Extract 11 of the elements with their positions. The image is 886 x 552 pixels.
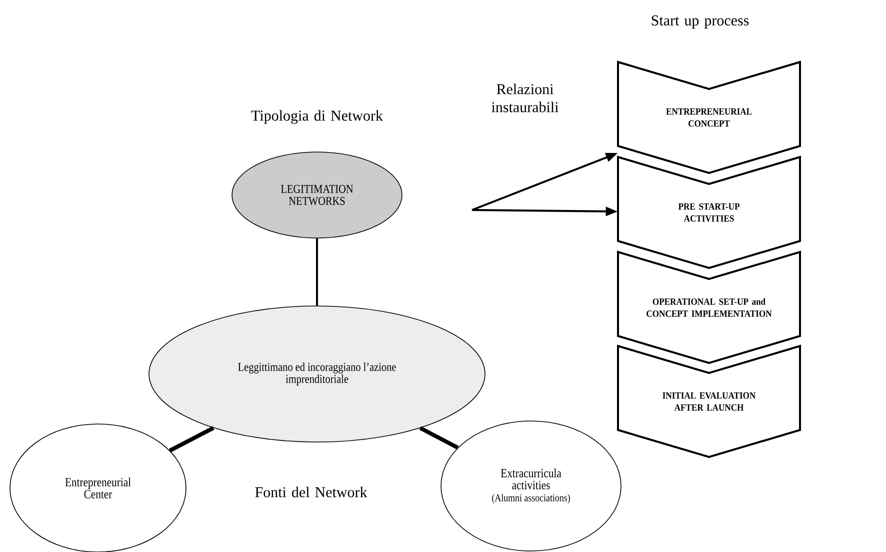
connector-line <box>316 238 318 306</box>
heading: Tipologia di Network <box>251 110 383 124</box>
connector-line <box>419 426 459 450</box>
heading: Start up process <box>652 15 749 29</box>
process-step: PRE START-UP ACTIVITIES <box>617 156 801 270</box>
process-step: OPERATIONAL SET-UP and CONCEPT IMPLEMENTATION <box>617 250 801 364</box>
process-step: ENTREPRENEURIAL CONCEPT <box>617 60 801 174</box>
heading: Relazioni instaurabili <box>492 84 558 112</box>
process-step: INITIAL EVALUATION AFTER LAUNCH <box>617 344 801 458</box>
connector-line <box>169 426 214 452</box>
heading: Fonti del Network <box>255 486 368 498</box>
